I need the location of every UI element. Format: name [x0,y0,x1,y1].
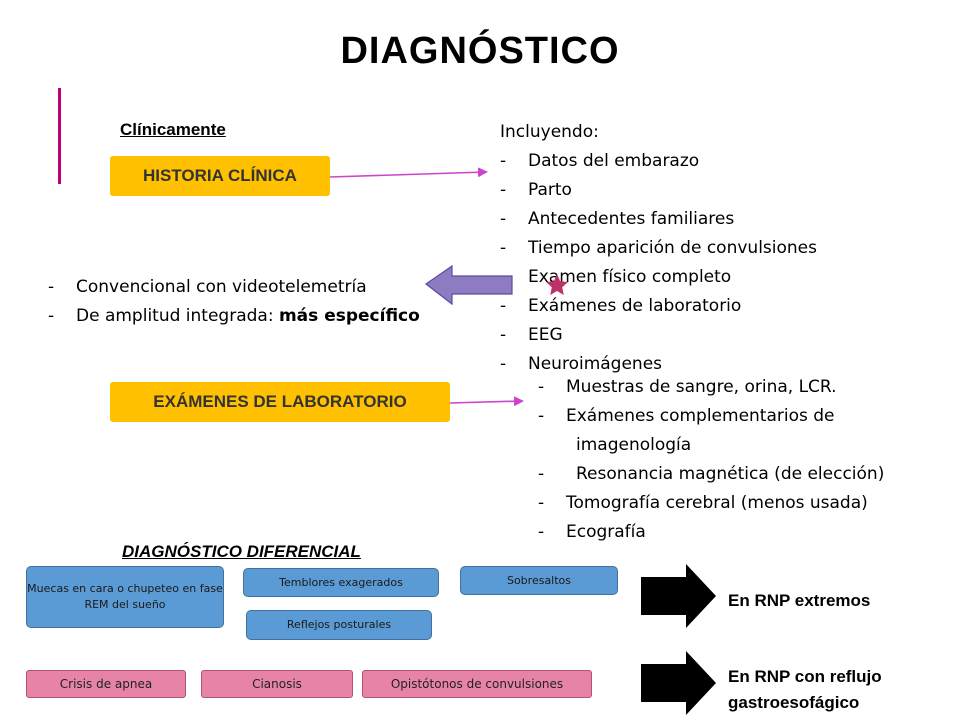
historia-item: Tiempo aparición de convulsiones [528,238,817,258]
examenes-laboratorio-box: EXÁMENES DE LABORATORIO [110,382,450,422]
historia-clinica-box: HISTORIA CLÍNICA [110,156,330,196]
rnp-reflujo-line-2: gastroesofágico [728,693,860,712]
diff-box-apnea: Crisis de apnea [26,670,186,698]
right-arrow-icon [641,651,716,715]
right-arrow-icon [641,564,716,628]
accent-bar [58,88,61,184]
left-arrow-icon [424,264,513,306]
eeg-type-item: Convencional con videotelemetría [76,277,367,297]
star-icon [546,274,568,295]
diff-box-opistotonos: Opistótonos de convulsiones [362,670,592,698]
historia-details: Incluyendo: -Datos del embarazo -Parto -… [500,118,817,379]
lab-dash: - [538,406,545,426]
lab-dash: - [538,464,545,484]
historia-item: Antecedentes familiares [528,209,735,229]
diagnostico-diferencial-heading: DIAGNÓSTICO DIFERENCIAL [122,542,361,561]
diff-box-sobresaltos: Sobresaltos [460,566,618,595]
lab-item: Muestras de sangre, orina, LCR. [566,377,837,397]
arrow-lab-to-details [449,396,524,407]
eeg-types-list: -Convencional con videotelemetría -De am… [48,277,420,326]
diff-box-temblores: Temblores exagerados [243,568,439,597]
lab-dash: - [538,493,545,513]
historia-item: Examen físico completo [528,267,732,287]
diff-box-reflejos: Reflejos posturales [246,610,432,640]
clinically-label: Clínicamente [120,120,226,139]
historia-item: EEG [528,325,563,345]
eeg-emphasis: más específico [278,306,420,326]
rnp-extremos-label: En RNP extremos [728,591,871,610]
lab-item: imagenología [576,435,692,455]
historia-item: Exámenes de laboratorio [528,296,742,316]
lab-item: Ecografía [566,522,646,542]
historia-intro: Incluyendo: [500,122,599,142]
eeg-type-item: De amplitud integrada: [76,306,274,326]
diff-box-cianosis: Cianosis [201,670,353,698]
arrow-historia-to-details [329,167,488,178]
lab-item: Exámenes complementarios de [566,406,835,426]
historia-item: Datos del embarazo [528,151,700,171]
lab-dash: - [538,377,545,397]
historia-item: Parto [528,180,572,200]
page-title: DIAGNÓSTICO [340,30,620,72]
historia-item: Neuroimágenes [528,354,663,374]
diff-box-muecas: Muecas en cara o chupeteo en fase REM de… [26,566,224,628]
rnp-reflujo-line-1: En RNP con reflujo [728,667,882,686]
lab-item: Tomografía cerebral (menos usada) [566,493,868,513]
rnp-reflujo-label: En RNP con reflujo gastroesofágico [728,664,882,716]
lab-item: Resonancia magnética (de elección) [576,464,885,484]
laboratorio-details: - Muestras de sangre, orina, LCR. - Exámen… [538,373,884,547]
lab-dash: - [538,522,545,542]
